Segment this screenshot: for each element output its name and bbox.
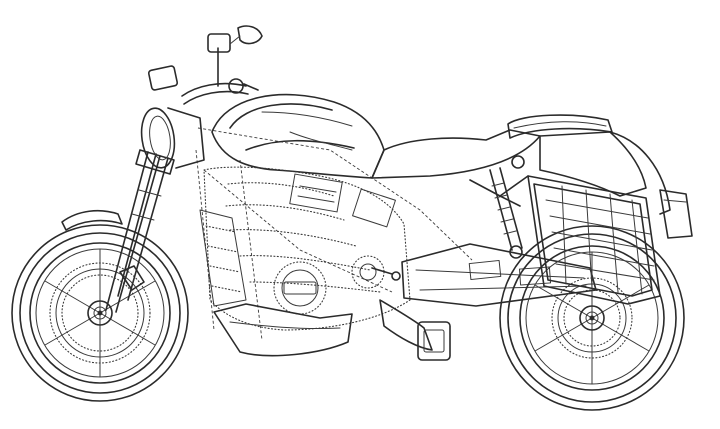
front-wheel: [11, 224, 189, 402]
belly-pan: [213, 303, 353, 357]
rear-hub: [579, 305, 605, 331]
radiator: [199, 209, 247, 307]
frame: [195, 127, 473, 341]
fuel-tank: [211, 93, 385, 179]
front-wheel-spokes: [44, 248, 156, 378]
front-brake-disc: [49, 262, 151, 364]
mirror: [207, 25, 263, 87]
rear-shock: [489, 155, 525, 259]
exhaust: [379, 299, 451, 361]
engine-crankcase-cover: [273, 261, 327, 315]
rear-wheel: [499, 225, 685, 411]
engine: [199, 166, 411, 331]
engine-sprocket-cover: [351, 255, 385, 289]
foot-peg: [371, 267, 401, 281]
front-brake-caliper: [119, 265, 145, 291]
saddlebag-rack: [469, 175, 661, 305]
handlebar: [147, 65, 259, 105]
front-hub: [87, 300, 113, 326]
front-fork: [105, 149, 175, 313]
seat: [371, 114, 613, 179]
tail-section: [539, 131, 693, 239]
engine-cylinder-heads: [289, 173, 396, 228]
headlight: [140, 107, 205, 169]
license-plate-bracket: [659, 189, 693, 239]
front-fender: [61, 209, 123, 231]
swingarm: [401, 243, 597, 307]
